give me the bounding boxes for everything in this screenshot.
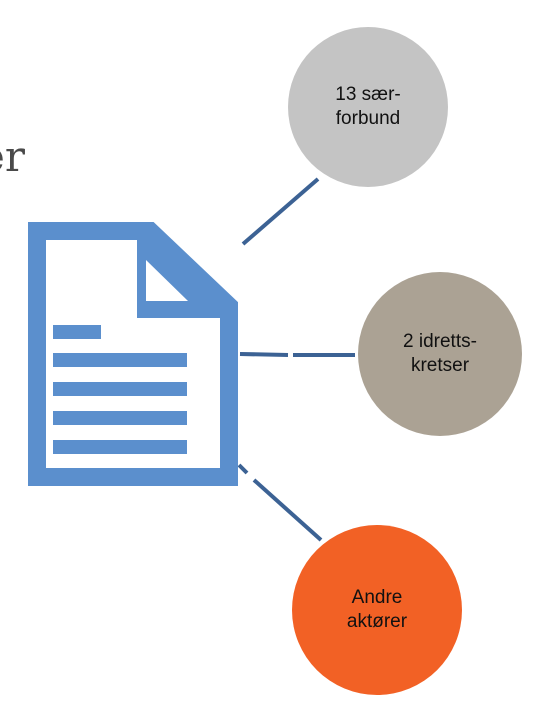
connector-line-middle-left <box>239 352 289 357</box>
connector-line-top <box>241 177 320 246</box>
bubble-saerforbund-line1: 13 sær- <box>335 84 401 105</box>
document-icon <box>28 222 238 486</box>
bubble-saerforbund-line2: forbund <box>335 108 401 129</box>
bubble-andre-aktorer-label: Andre aktører <box>347 586 407 634</box>
connector-line-bottom-short <box>237 463 249 475</box>
connector-line-bottom <box>252 478 323 542</box>
bubble-idrettskretser: 2 idretts- kretser <box>358 272 522 436</box>
bubble-andre-aktorer-line1: Andre <box>351 587 403 608</box>
partial-heading-text: er <box>0 132 25 181</box>
bubble-saerforbund-label: 13 sær- forbund <box>335 83 400 131</box>
bubble-idrettskretser-line1: 2 idretts- <box>403 331 477 352</box>
bubble-idrettskretser-label: 2 idretts- kretser <box>403 330 477 378</box>
bubble-saerforbund: 13 sær- forbund <box>288 27 448 187</box>
bubble-andre-aktorer-line2: aktører <box>346 611 408 632</box>
bubble-andre-aktorer: Andre aktører <box>292 525 462 695</box>
bubble-idrettskretser-line2: kretser <box>410 355 470 376</box>
